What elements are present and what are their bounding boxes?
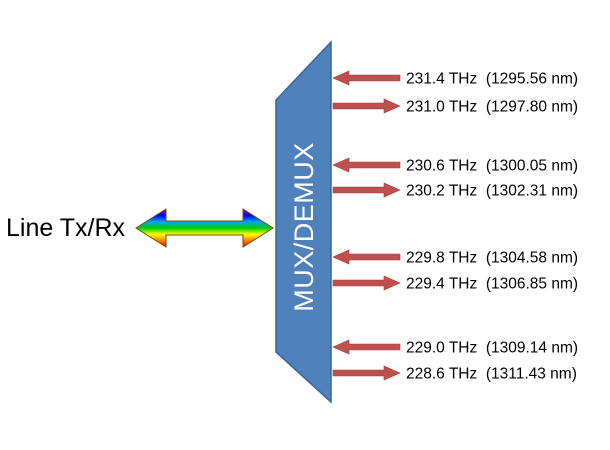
channel-label: 230.2 THz (1302.31 nm)	[406, 183, 578, 200]
channel-list: 231.4 THz (1295.56 nm) 231.0 THz (1297.80…	[332, 70, 578, 383]
line-txrx-label: Line Tx/Rx	[6, 214, 126, 242]
channel-label: 229.8 THz (1304.58 nm)	[406, 250, 578, 267]
channel-label: 229.0 THz (1309.14 nm)	[406, 340, 578, 357]
channel-arrow-in	[332, 70, 401, 86]
mux-demux-label: MUX/DEMUX	[289, 142, 319, 312]
bidirectional-arrow	[135, 208, 274, 248]
channel-label: 230.6 THz (1300.05 nm)	[406, 158, 578, 175]
channel-arrow-out	[332, 182, 401, 198]
channel-arrow-out	[332, 275, 401, 291]
channel-arrow-out	[332, 365, 401, 381]
channel-label: 228.6 THz (1311.43 nm)	[406, 366, 577, 383]
channel-label: 229.4 THz (1306.85 nm)	[406, 276, 578, 293]
channel-arrow-out	[332, 98, 401, 114]
channel-arrow-in	[332, 339, 401, 355]
mux-demux-block	[275, 40, 332, 404]
channel-label: 231.0 THz (1297.80 nm)	[406, 99, 578, 116]
channel-arrow-in	[332, 157, 401, 173]
channel-arrow-in	[332, 249, 401, 265]
channel-label: 231.4 THz (1295.56 nm)	[406, 71, 578, 88]
